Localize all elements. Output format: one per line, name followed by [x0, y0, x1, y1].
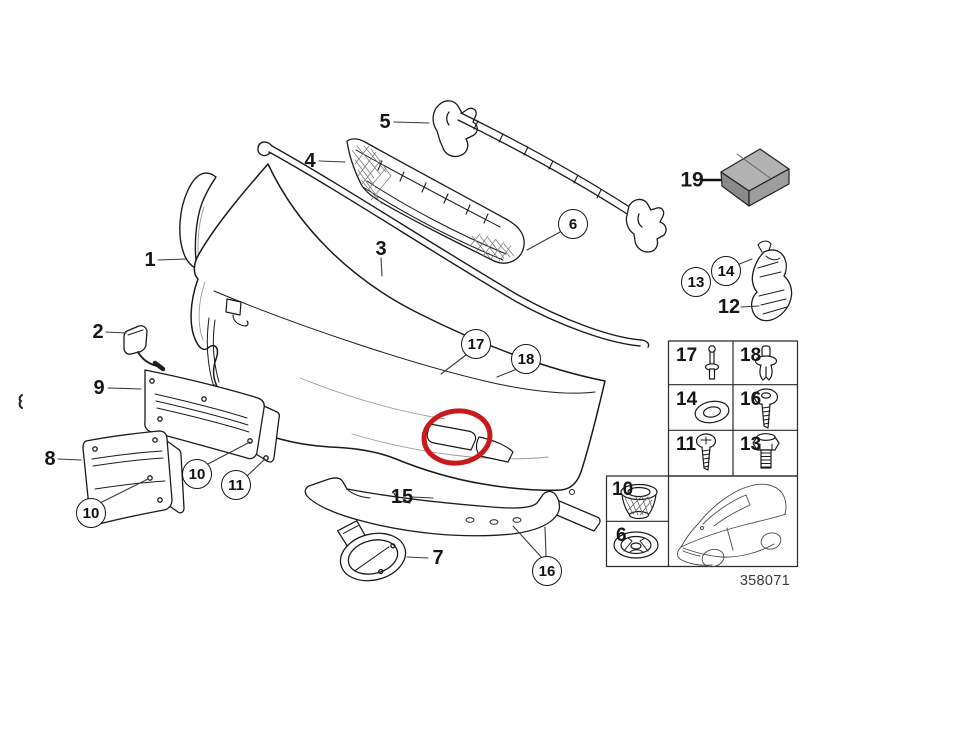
license-filler-panel-drawing — [144, 369, 281, 463]
spoiler-lip-drawing — [304, 477, 601, 537]
callout-12[interactable]: 12 — [717, 296, 741, 318]
drawing-number: 358071 — [739, 572, 790, 589]
callout-5[interactable]: 5 — [379, 111, 391, 133]
callout-15[interactable]: 15 — [390, 486, 414, 508]
rub-strip-drawing — [257, 141, 650, 348]
car-silhouette-icon — [677, 483, 787, 568]
hex-bolt-icon — [752, 433, 780, 469]
table-cell-6[interactable]: 6 — [616, 525, 627, 546]
callout-4[interactable]: 4 — [304, 150, 316, 172]
highlight-ellipse — [421, 408, 493, 466]
centre-grille-drawing — [346, 138, 525, 264]
balloon-10-upper[interactable]: 10 — [182, 459, 212, 489]
edge-squiggle — [18, 394, 23, 409]
balloon-6[interactable]: 6 — [558, 209, 588, 239]
washer-icon — [694, 400, 730, 424]
bumper-cover-drawing — [190, 163, 606, 495]
table-cell-16[interactable]: 16 — [740, 389, 762, 410]
tow-eye-cover-drawing — [123, 325, 166, 372]
parts-box-icon — [720, 148, 790, 207]
leader-lines — [57, 121, 760, 560]
expanding-rivet-icon — [754, 345, 778, 381]
balloon-17[interactable]: 17 — [461, 329, 491, 359]
callout-8[interactable]: 8 — [44, 448, 56, 470]
table-cell-11[interactable]: 11 — [676, 434, 697, 455]
retaining-clip-icon — [613, 531, 659, 559]
table-cell-10[interactable]: 10 — [612, 479, 634, 500]
pan-head-screw-icon — [695, 433, 717, 471]
callout-1[interactable]: 1 — [144, 249, 156, 271]
callout-7[interactable]: 7 — [432, 547, 444, 569]
fog-lamp-ring-drawing — [336, 520, 407, 582]
balloon-14[interactable]: 14 — [711, 256, 741, 286]
callout-3[interactable]: 3 — [375, 238, 387, 260]
fastener-table-grid — [605, 340, 799, 568]
side-bracket-drawing — [750, 240, 793, 322]
balloon-11[interactable]: 11 — [221, 470, 251, 500]
callout-2[interactable]: 2 — [92, 321, 104, 343]
balloon-10-lower[interactable]: 10 — [76, 498, 106, 528]
table-cell-17[interactable]: 17 — [676, 345, 698, 366]
callout-19[interactable]: 19 — [680, 168, 704, 192]
balloon-16[interactable]: 16 — [532, 556, 562, 586]
callout-9[interactable]: 9 — [93, 377, 105, 399]
balloon-13[interactable]: 13 — [681, 267, 711, 297]
expanding-nut-icon — [620, 483, 658, 520]
fastener-icons — [613, 345, 780, 559]
expansion-pin-icon — [704, 345, 720, 380]
table-cell-13[interactable]: 13 — [740, 434, 762, 455]
carrier-rail-drawing — [432, 100, 667, 253]
table-cell-18[interactable]: 18 — [740, 345, 762, 366]
balloon-18[interactable]: 18 — [511, 344, 541, 374]
round-head-screw-icon — [753, 388, 779, 429]
table-cell-14[interactable]: 14 — [676, 389, 698, 410]
